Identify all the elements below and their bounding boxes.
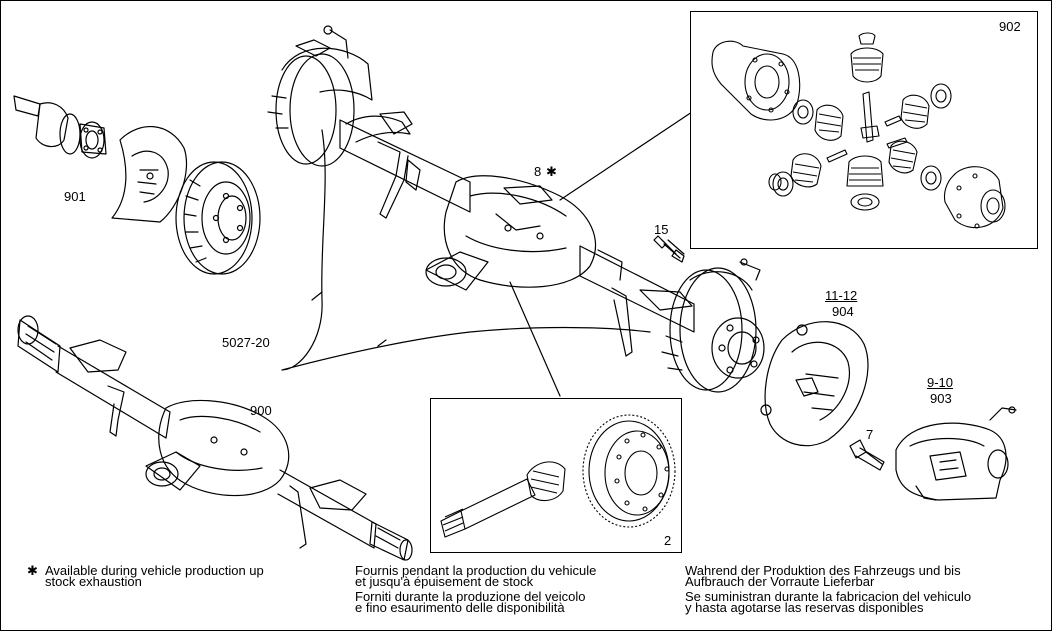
label-7: 7 <box>866 427 874 442</box>
inset-2: 2 <box>430 398 682 553</box>
drive-shaft-flange <box>13 95 107 159</box>
leader-2 <box>509 281 561 397</box>
label-2: 2 <box>664 533 672 548</box>
brake-caliper-903 <box>895 406 1017 501</box>
label-11-12: 11-12 <box>825 288 858 303</box>
note-de-line1: Wahrend der Produktion des Fahrzeugs und… <box>685 563 961 578</box>
dust-shield-901 <box>111 126 188 223</box>
axle-900 <box>17 315 413 561</box>
axle-assembly-8 <box>267 25 765 393</box>
label-5027-20: 5027-20 <box>222 335 270 350</box>
label-9-10: 9-10 <box>927 375 954 390</box>
note-es-line2: y hasta agotarse las reservas disponible… <box>685 600 924 615</box>
note-de-line2: Aufbrauch der Vorraute Lieferbar <box>685 574 875 589</box>
note-es-line1: Se suministran durante la fabricacion de… <box>685 589 972 604</box>
note-en-line1: Available during vehicle production up <box>45 563 264 578</box>
label-8-asterisk: ✱ <box>546 164 557 179</box>
label-901: 901 <box>64 189 86 204</box>
note-it-line1: Forniti durante la produzione del veicol… <box>355 589 586 604</box>
inset-902: 902 <box>690 11 1038 249</box>
label-8: 8 <box>534 164 542 179</box>
brake-disc-901 <box>175 161 261 275</box>
bolt-15 <box>653 235 685 263</box>
inset-2-drawing <box>440 414 676 538</box>
note-en-mark: ✱ <box>27 563 38 578</box>
label-902: 902 <box>999 19 1021 34</box>
label-15: 15 <box>654 222 669 237</box>
note-en-line2: stock exhaustion <box>45 574 142 589</box>
label-903: 903 <box>930 391 952 406</box>
leader-902 <box>559 111 693 201</box>
label-900: 900 <box>250 403 272 418</box>
note-it-line2: e fino esaurimento delle disponibilità <box>355 600 565 615</box>
label-904: 904 <box>832 304 854 319</box>
backing-plate-904 <box>760 321 869 447</box>
note-fr-line2: et jusqu'à épuisement de stock <box>355 574 534 589</box>
note-fr-line1: Fournis pendant la production du vehicul… <box>355 563 597 578</box>
bolt-7 <box>849 439 885 471</box>
inset-902-drawing <box>711 32 1006 229</box>
